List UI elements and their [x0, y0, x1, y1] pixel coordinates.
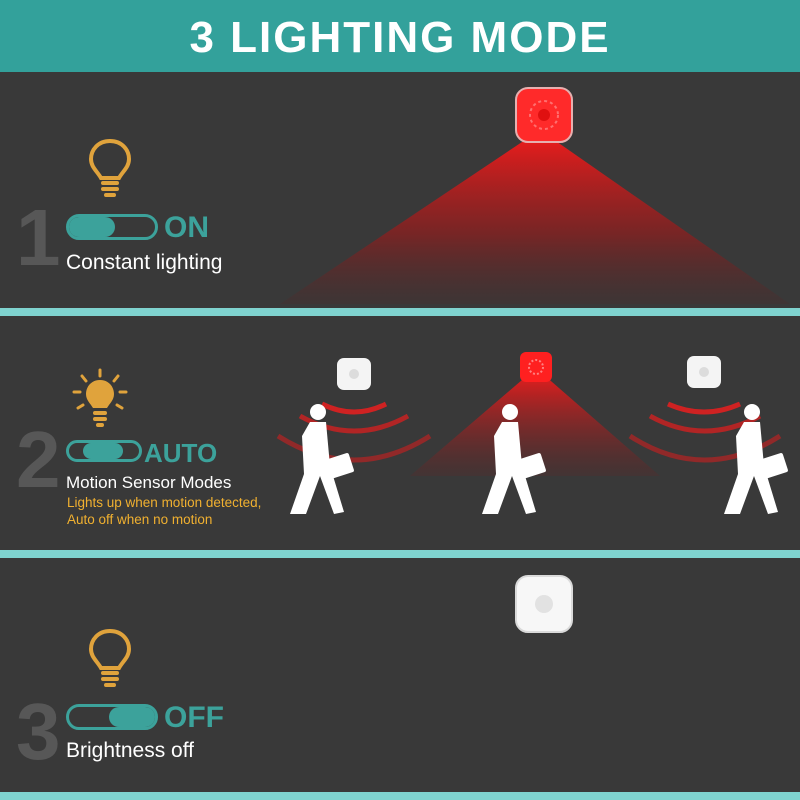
section-divider [0, 792, 800, 800]
mode-note-line-1: Lights up when motion detected, [67, 495, 262, 510]
walking-person-icon [482, 404, 546, 514]
red-light-beam [410, 368, 660, 476]
mode-number: 1 [16, 193, 61, 282]
section-divider [0, 308, 800, 316]
toggle-knob [83, 443, 123, 459]
mode-description: Brightness off [66, 739, 195, 762]
walking-person-icon [290, 404, 354, 514]
mode-auto-panel: 2 AUTO Motion Sensor Modes Lights up whe… [0, 316, 800, 550]
red-light-beam [280, 130, 790, 304]
toggle-knob [109, 707, 155, 727]
sensor-light-red-icon [520, 352, 552, 382]
header-banner: 3 LIGHTING MODE [0, 0, 800, 72]
sensor-light-off-icon [337, 358, 371, 390]
section-divider [0, 550, 800, 558]
bulb-glowing-icon [72, 368, 128, 427]
mode-toggle-auto[interactable] [66, 440, 142, 462]
sensor-light-red-icon [515, 87, 573, 143]
motion-sensor-illustration [276, 352, 788, 514]
mode-label: OFF [164, 701, 224, 734]
sensor-off-illustration [515, 575, 573, 633]
mode-toggle-off[interactable] [66, 704, 158, 730]
mode-label: AUTO [144, 438, 218, 468]
bulb-outline-icon [88, 138, 132, 197]
bulb-outline-icon [88, 628, 132, 687]
mode-off-panel: 3 OFF Brightness off [0, 558, 800, 792]
mode-number: 2 [16, 415, 61, 504]
mode-note-line-2: Auto off when no motion [67, 512, 213, 527]
mode-description: Motion Sensor Modes [66, 473, 232, 492]
mode-number: 3 [16, 687, 61, 776]
mode-description: Constant lighting [66, 251, 223, 274]
mode-toggle-on[interactable] [66, 214, 158, 240]
page-title: 3 LIGHTING MODE [189, 13, 611, 62]
sensor-light-off-icon [515, 575, 573, 633]
mode-label: ON [164, 211, 209, 244]
sensor-light-off-icon [687, 356, 721, 388]
light-beam-illustration [280, 87, 790, 304]
toggle-knob [69, 217, 115, 237]
mode-on-panel: 1 ON Constant lighting [0, 72, 800, 308]
walking-person-icon [724, 404, 788, 514]
